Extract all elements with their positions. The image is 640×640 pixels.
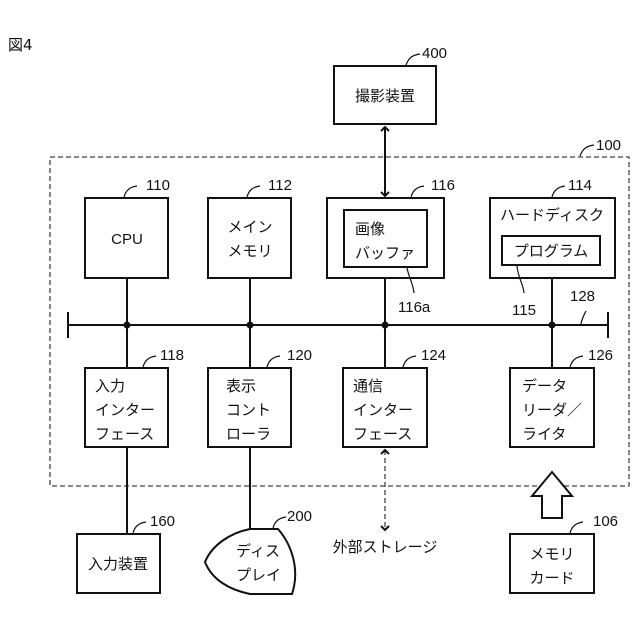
junction-dot — [247, 322, 254, 329]
comm-interface-line3: フェース — [353, 425, 412, 443]
main-memory-label-line2: メモリ — [227, 242, 272, 260]
card-insert-arrow-icon — [532, 472, 572, 518]
leader-112 — [247, 186, 260, 197]
ref-118: 118 — [160, 347, 184, 364]
ref-124: 124 — [421, 347, 446, 364]
display-label-line1: ディス — [236, 542, 280, 560]
ref-128: 128 — [570, 288, 595, 305]
junction-dot — [549, 322, 556, 329]
main-memory-box — [208, 198, 291, 278]
image-buffer-label-line1: 画像 — [355, 220, 385, 238]
memory-card-label-line1: メモリ — [529, 545, 574, 563]
imaging-device-label: 撮影装置 — [355, 87, 415, 105]
data-reader-writer-line1: データ — [522, 377, 567, 395]
ref-106: 106 — [593, 513, 618, 530]
main-memory-label-line1: メイン — [227, 218, 272, 236]
hard-disk-label: ハードディスク — [500, 206, 604, 224]
image-buffer-label-line2: バッファ — [355, 244, 415, 262]
data-reader-writer-line2: リーダ／ — [522, 401, 582, 419]
leader-124 — [403, 356, 416, 367]
memory-card-label-line2: カード — [529, 569, 574, 587]
display-controller-line2: コント — [226, 401, 271, 419]
input-device-label: 入力装置 — [88, 555, 148, 573]
leader-200 — [273, 517, 286, 528]
input-interface-line2: インター — [95, 401, 155, 419]
leader-160 — [133, 522, 146, 533]
ref-120: 120 — [287, 347, 312, 364]
leader-126 — [570, 356, 583, 367]
leader-128 — [581, 311, 586, 324]
ref-112: 112 — [268, 177, 292, 194]
leader-116 — [411, 186, 424, 197]
input-interface-line3: フェース — [95, 425, 154, 443]
ref-116: 116 — [431, 177, 455, 194]
ref-116a: 116a — [398, 299, 431, 316]
leader-100 — [580, 145, 594, 156]
leader-114 — [552, 186, 565, 197]
comm-interface-line1: 通信 — [353, 377, 383, 395]
leader-400 — [406, 54, 420, 65]
ref-110: 110 — [146, 177, 170, 194]
junction-dot — [382, 322, 389, 329]
figure-title: 図4 — [8, 36, 33, 54]
leader-118 — [143, 356, 156, 367]
data-reader-writer-line3: ライタ — [522, 425, 566, 443]
external-storage-label: 外部ストレージ — [333, 538, 438, 556]
leader-120 — [267, 356, 280, 367]
junction-dot — [124, 322, 131, 329]
leader-110 — [124, 186, 137, 197]
ref-114: 114 — [568, 177, 592, 194]
ref-160: 160 — [150, 513, 175, 530]
display-label-line2: プレイ — [236, 566, 281, 584]
input-interface-line1: 入力 — [95, 377, 125, 395]
ref-115: 115 — [512, 302, 536, 319]
display-controller-line1: 表示 — [226, 377, 256, 395]
cpu-label: CPU — [111, 231, 143, 248]
ref-100: 100 — [596, 137, 621, 154]
program-label: プログラム — [514, 242, 589, 260]
ref-126: 126 — [588, 347, 613, 364]
display-shape — [205, 529, 295, 594]
leader-106 — [570, 522, 583, 533]
ref-400: 400 — [422, 45, 447, 62]
ref-200: 200 — [287, 508, 312, 525]
display-controller-line3: ローラ — [226, 425, 271, 443]
comm-interface-line2: インター — [353, 401, 413, 419]
